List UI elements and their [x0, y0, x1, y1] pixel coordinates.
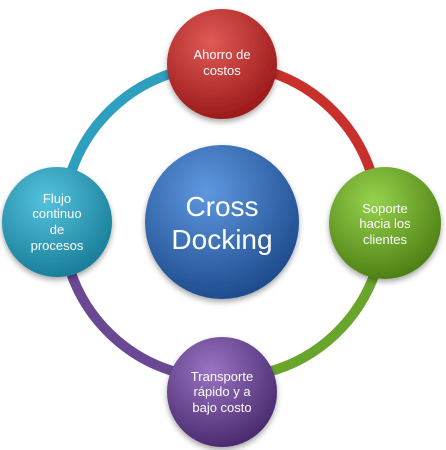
node-top-circle [167, 9, 277, 119]
ring [65, 67, 381, 377]
center-circle [145, 145, 299, 299]
node-bottom-circle [167, 337, 277, 447]
node-left-circle [2, 167, 112, 277]
ring-arc-left-top [65, 67, 181, 181]
ring-arc-bottom-left [65, 265, 181, 377]
ring-arc-right-bottom [263, 265, 381, 377]
ring-arc-top-right [265, 67, 377, 181]
node-right-circle [329, 167, 441, 279]
